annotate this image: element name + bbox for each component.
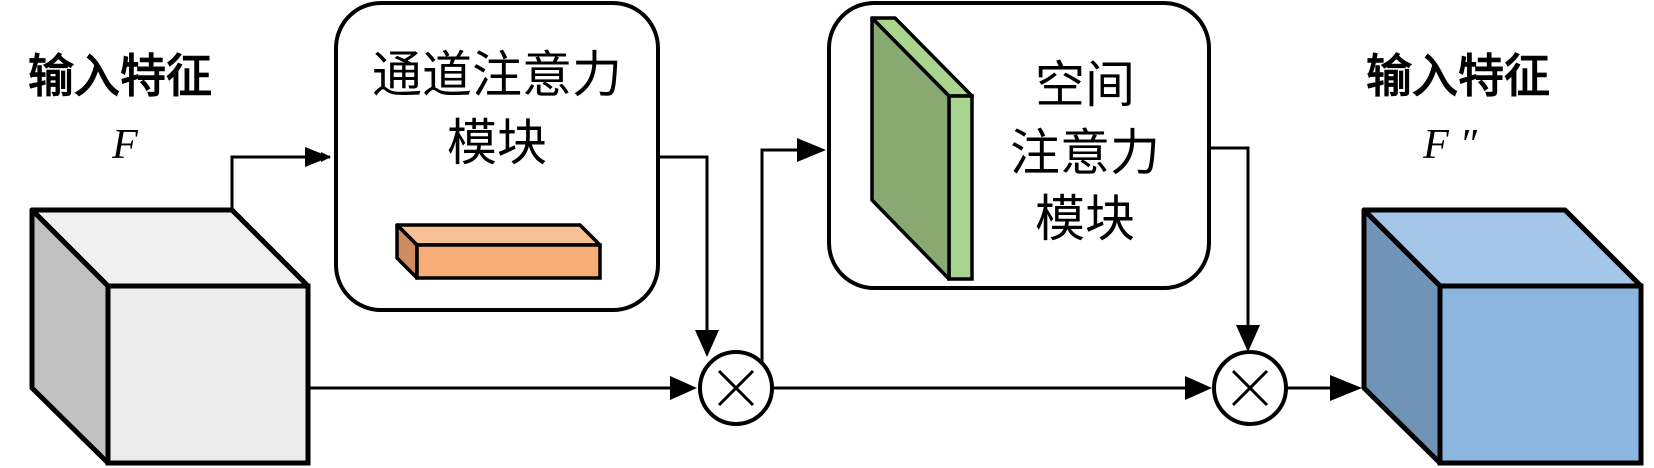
channel-attention-bar: [395, 223, 602, 280]
input-symbol: F: [111, 122, 138, 168]
spatial-attention-plate: [870, 16, 974, 281]
input-feature-cube: [29, 207, 311, 466]
multiply-operator-1: [698, 350, 774, 426]
channel-attention-module: 通道注意力 模块: [334, 1, 660, 312]
spatial-module-label-line2: 注意力: [1010, 124, 1160, 182]
channel-module-label-line1: 通道注意力: [372, 46, 622, 104]
arrow-to-channel-module: [230, 152, 331, 210]
arrow-to-spatial-module: [760, 148, 800, 362]
output-feature-cube: [1361, 207, 1644, 466]
arrow-spatial-to-multiply: [1209, 146, 1250, 335]
input-label: 输入特征: [28, 49, 212, 103]
output-symbol: F ″: [1422, 122, 1477, 168]
output-label: 输入特征: [1366, 49, 1550, 103]
spatial-module-label-line1: 空间: [1035, 56, 1135, 114]
arrow-channel-to-multiply: [658, 155, 709, 340]
spatial-module-label-line3: 模块: [1035, 190, 1135, 248]
multiply-operator-2: [1212, 350, 1288, 426]
spatial-attention-module: 空间 注意力 模块: [827, 1, 1211, 290]
channel-module-label-line2: 模块: [447, 114, 547, 172]
